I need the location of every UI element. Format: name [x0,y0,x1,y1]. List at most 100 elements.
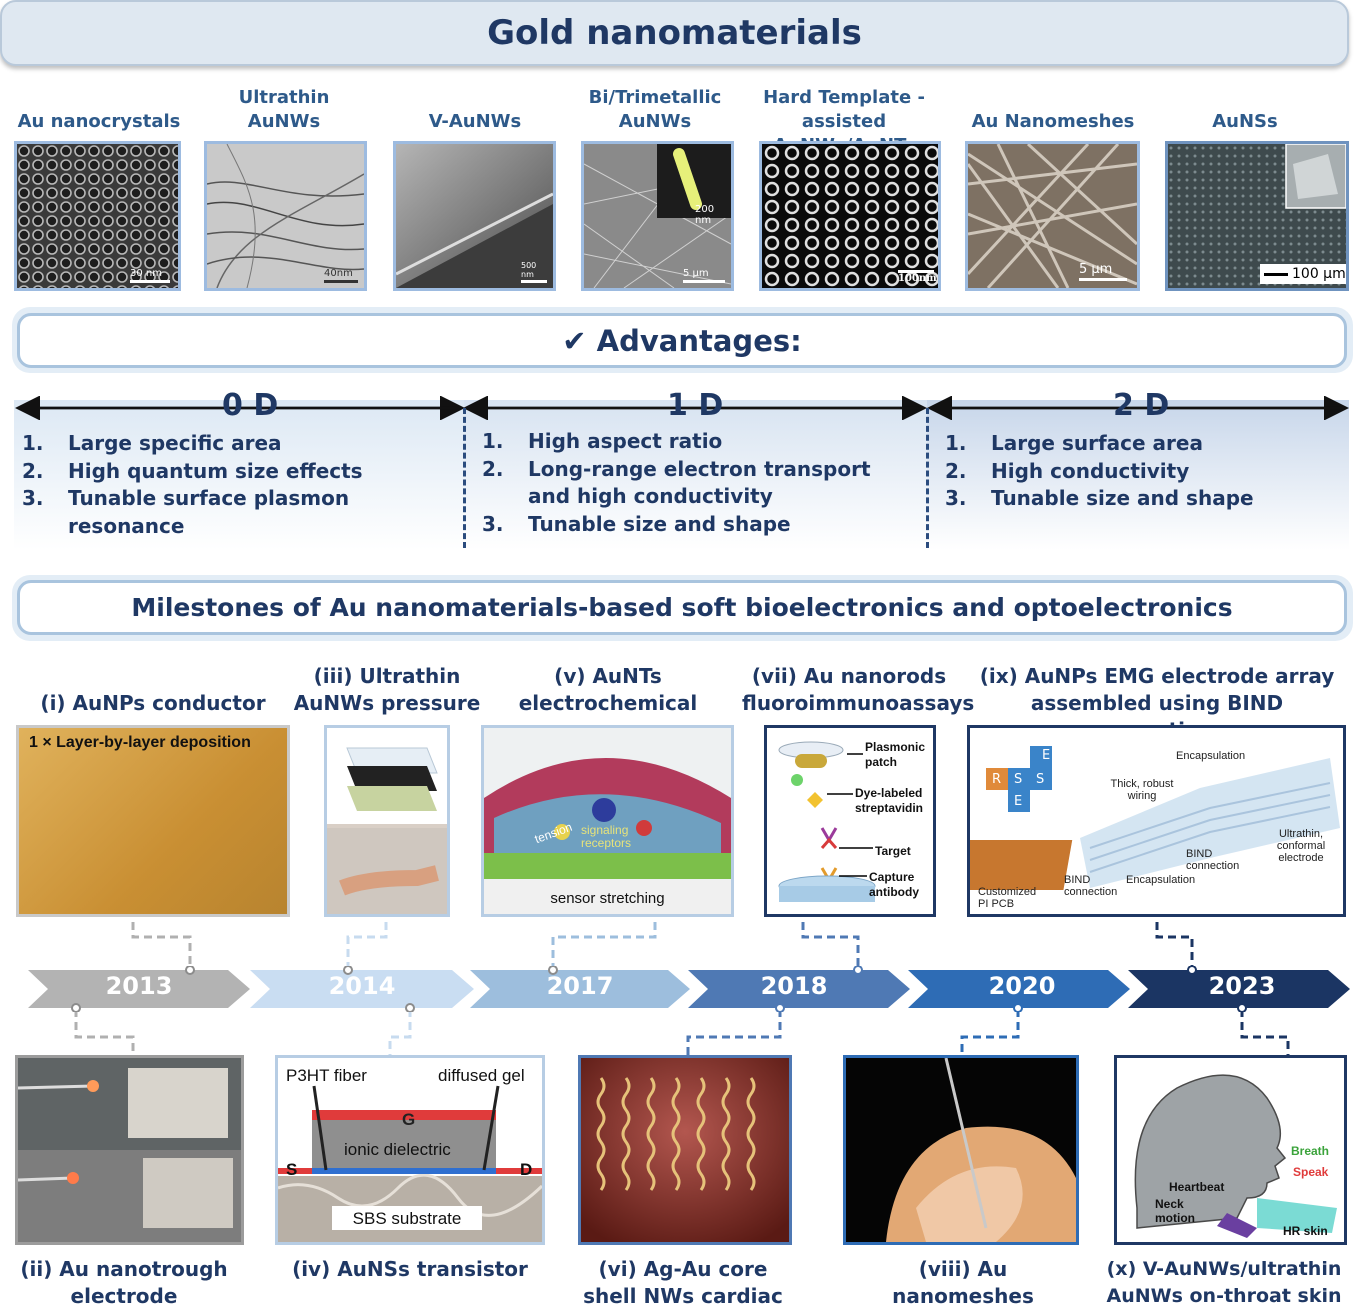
divider-2 [926,408,929,548]
auns-transistor-image: P3HT fiber diffused gel G ionic dielectr… [275,1055,545,1245]
scale-bar: 100 μm [1260,264,1346,284]
gate-label: G [402,1110,416,1129]
ultrathin-pressure-sensor-image [324,725,450,917]
cardiac-mesh-image [578,1055,792,1245]
item-text: High conductivity [991,458,1190,483]
customized-pcb-label: Customized PI PCB [978,886,1037,910]
speak-label: Speak [1293,1165,1329,1179]
au-nanotrough-electrode-image [15,1055,244,1245]
drain-label: D [520,1160,533,1179]
scale-label: 100nm [898,273,937,284]
timeline-arrow [28,966,1350,1012]
gold-film-caption: 1 × Layer-by-layer deposition [29,734,251,751]
emg-electrode-array-image: E R S S E Encapsulation Thick, robust wi… [967,725,1346,917]
neck-motion-label: Neck motion [1155,1197,1195,1225]
encapsulation-label-top: Encapsulation [1176,750,1246,762]
fingertip-photo [846,1058,1076,1242]
list-item: 3.Tunable size and shape [945,485,1345,513]
list-item: 2.Long-range electron transport and high… [482,456,912,511]
cardiac-photo [581,1058,789,1242]
year-2013: 2013 [105,972,173,1000]
bind-connection-label-1: BIND connection [1186,848,1240,872]
year-2020: 2020 [988,972,1056,1000]
puzzle-e-bottom: E [1014,794,1023,809]
receptors-text: receptors [581,836,632,850]
capture-antibody-label: Capture antibody [869,870,919,899]
list-item: 2.High conductivity [945,458,1345,486]
year-2023: 2023 [1208,972,1276,1000]
item-text: High quantum size effects [68,458,363,483]
dim-0d-title: 0 D [222,388,279,423]
dim-0d-bg [14,400,464,550]
emg-drawing [970,746,1340,890]
scale-bar-line [1264,272,1288,276]
puzzle-s-2: S [1036,772,1045,787]
p3ht-fiber-label: P3HT fiber [286,1066,367,1085]
au-nanomeshes-image: 5 μm [965,141,1140,291]
bi-trimetallic-aunws-image: 200 nm 5 μm [581,141,734,291]
material-label-auns: AuNSs [1212,111,1278,132]
sbs-substrate-label: SBS substrate [352,1209,462,1228]
hr-skin-label: HR skin [1283,1224,1328,1238]
scale-label: 500 nm [521,261,537,279]
material-label-v-aunws: V-AuNWs [428,111,522,132]
signaling-text: signaling [581,823,629,837]
list-item: 2.High quantum size effects [22,458,452,486]
puzzle-r: R [992,772,1002,787]
milestone-label-x: (x) V-AuNWs/ultrathin AuNWs on-throat sk… [1106,1258,1342,1307]
ultrathin-aunws-image: 40nm [204,141,367,291]
scale-bar: 40nm [324,268,358,283]
diffused-gel-label: diffused gel [438,1066,525,1085]
item-text: Large surface area [991,431,1203,455]
cell-drawing [484,728,731,914]
encapsulation-label-bottom: Encapsulation [1126,874,1196,886]
puzzle-e-top: E [1042,748,1051,763]
list-item: 3.Tunable surface plasmon resonance [22,485,452,540]
aunts-sensors-image: tension signaling receptors sensor stret… [481,725,734,917]
auns-image: 100 μm [1165,141,1349,291]
inset-scale-bar: 200 nm [695,204,725,226]
source-label: S [286,1160,298,1179]
material-label-au-nanocrystals: Au nanocrystals [17,111,181,132]
item-text: Long-range electron transport and high c… [528,456,871,509]
list-item: 3.Tunable size and shape [482,511,912,539]
dim-2d-list: 1.Large surface area 2.High conductivity… [945,430,1345,513]
list-item: 1.Large surface area [945,430,1345,458]
page-title: Gold nanomaterials [0,0,1349,66]
ultrathin-electrode-label: Ultrathin, conformal electrode [1276,828,1326,864]
sensor-layers-drawing [327,747,447,914]
scale-bar: 500 nm [521,261,547,283]
scale-label: 30 nm [130,268,162,279]
year-2018: 2018 [760,972,828,1000]
item-text: High aspect ratio [528,429,723,453]
puzzle-s-1: S [1014,772,1023,787]
breath-label: Breath [1291,1144,1330,1158]
material-label-au-nanomeshes: Au Nanomeshes [971,111,1135,132]
milestone-label-iv: (iv) AuNSs transistor [292,1257,528,1281]
list-item: 1.Large specific area [22,430,452,458]
dye-labeled-streptavidin-label: Dye-labeled streptavidin [855,786,924,815]
item-text: Large specific area [68,431,282,455]
on-throat-sensor-image: Breath Speak Heartbeat Neck motion HR sk… [1114,1055,1347,1245]
aunps-conductor-image: 1 × Layer-by-layer deposition [16,725,290,917]
dim-1d-bg [464,400,927,550]
divider-1 [463,408,466,548]
timeline-connectors [74,922,1290,1057]
milestone-label-viii: (viii) Au nanomeshes pressure sensor [892,1257,1034,1308]
nanomesh-pressure-sensor-image [843,1055,1079,1245]
milestone-label-vii: (vii) Au nanorods fluoroimmunoassays [742,664,975,715]
milestone-label-i: (i) AuNPs conductor [40,691,266,715]
inset-scale-label: 200 nm [695,204,715,226]
year-2017: 2017 [546,972,614,1000]
dim-2d-bg [927,400,1349,550]
au-nanocrystals-image: 30 nm [14,141,181,291]
dim-0d-list: 1.Large specific area 2.High quantum siz… [22,430,452,540]
dim-2d-title: 2 D [1113,388,1170,423]
v-aunws-image: 500 nm [393,141,556,291]
item-text: Tunable size and shape [528,511,791,536]
thick-wiring-label: Thick, robust wiring [1110,778,1174,802]
year-2014: 2014 [328,972,396,1000]
scale-label: 40nm [324,268,353,279]
dimension-arrows [15,396,1349,420]
scale-bar: 30 nm [130,268,170,283]
